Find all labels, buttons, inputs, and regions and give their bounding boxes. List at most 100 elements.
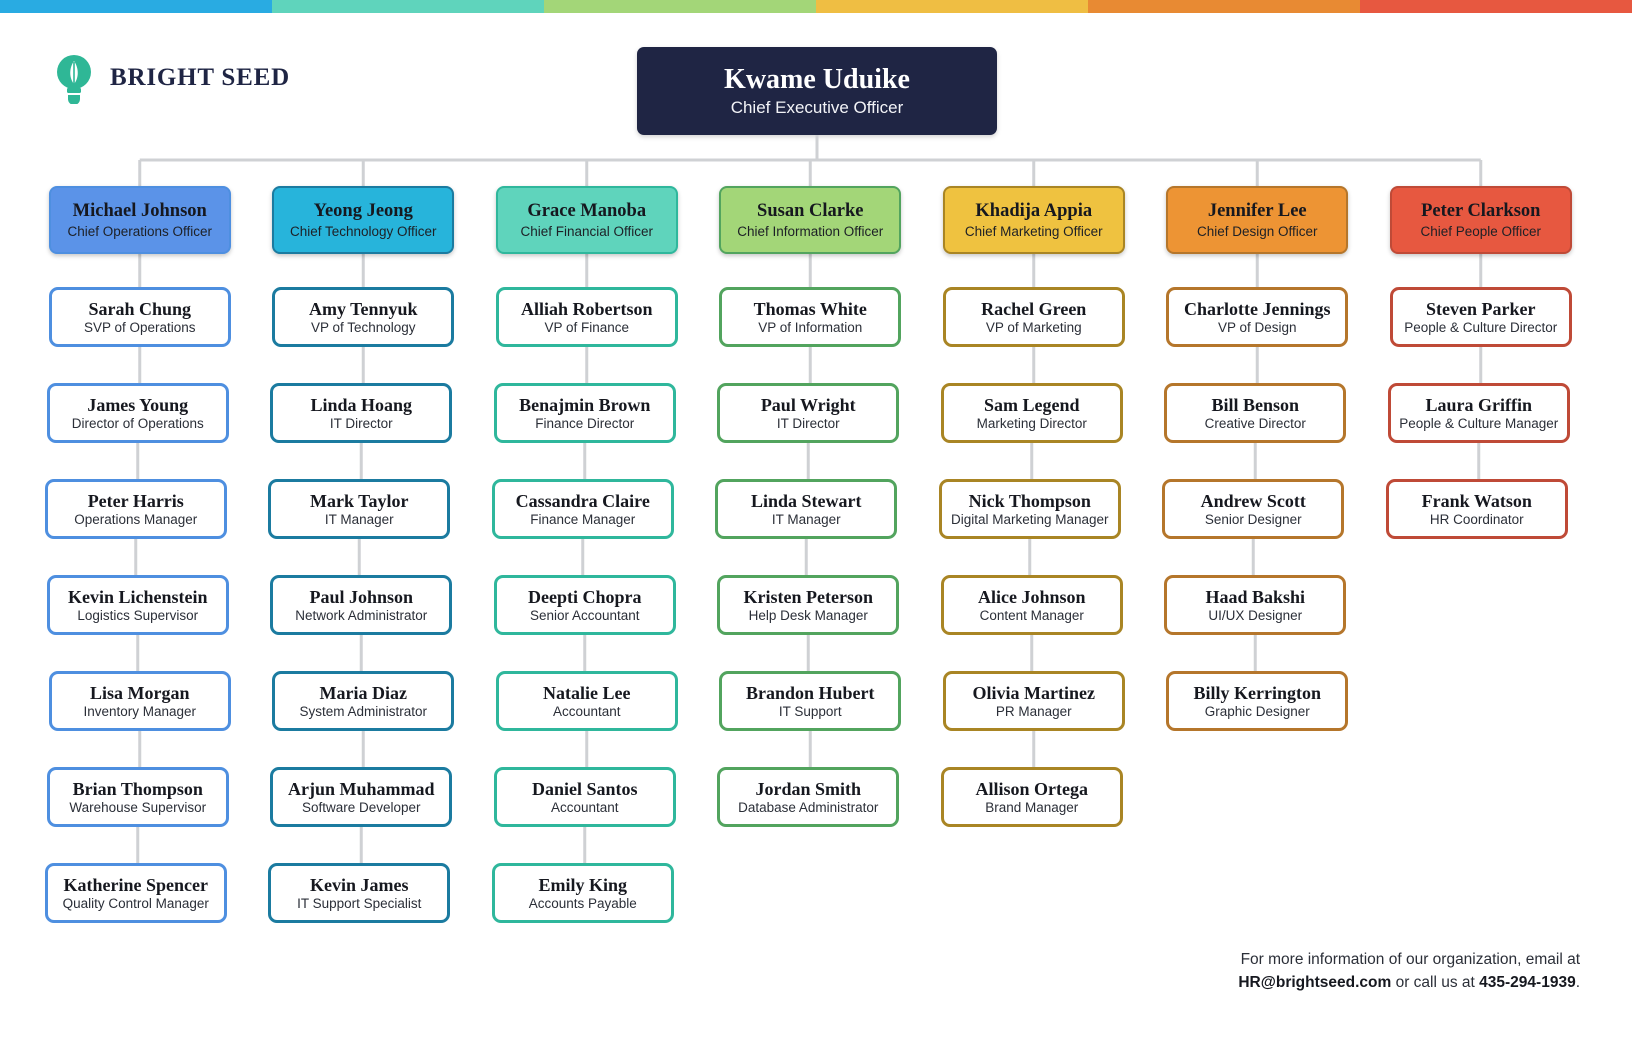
top-bar-segment-4 — [815, 0, 1088, 13]
staff-title: VP of Information — [758, 320, 863, 336]
ceo-title: Chief Executive Officer — [730, 98, 904, 118]
staff-title: VP of Finance — [544, 320, 630, 336]
staff-title: Brand Manager — [985, 800, 1079, 816]
footer-phone[interactable]: 435-294-1939 — [1479, 973, 1576, 991]
staff-title: Accounts Payable — [528, 896, 637, 912]
staff-name: Nick Thompson — [968, 490, 1091, 511]
staff-title: PR Manager — [995, 704, 1072, 720]
staff-title: Senior Designer — [1204, 512, 1302, 528]
staff-name: Lisa Morgan — [89, 682, 190, 703]
footer-line-1: For more information of our organization… — [1240, 951, 1580, 969]
staff-title: IT Support — [778, 704, 842, 720]
staff-name: Sarah Chung — [88, 298, 192, 319]
executive-name: Michael Johnson — [72, 200, 207, 221]
footer-email[interactable]: HR@brightseed.com — [1238, 973, 1392, 991]
staff-title: Finance Manager — [530, 512, 636, 528]
staff-title: Accountant — [550, 800, 619, 816]
staff-name: Charlotte Jennings — [1183, 298, 1331, 319]
executive-title: Chief People Officer — [1420, 224, 1542, 240]
staff-name: Andrew Scott — [1200, 490, 1306, 511]
staff-title: Inventory Manager — [83, 704, 197, 720]
staff-title: Database Administrator — [738, 800, 879, 816]
staff-title: Logistics Supervisor — [77, 608, 199, 624]
lightbulb-leaf-icon — [52, 52, 96, 104]
executive-name: Peter Clarkson — [1421, 200, 1541, 221]
top-bar-segment-1 — [0, 0, 272, 13]
staff-name: Emily King — [538, 874, 627, 895]
footer-line-2: HR@brightseed.com or call us at 435-294-… — [1238, 972, 1580, 994]
staff-name: Kevin James — [310, 874, 409, 895]
top-bar-segment-6 — [1359, 0, 1632, 13]
staff-title: Digital Marketing Manager — [950, 512, 1109, 528]
staff-name: Olivia Martinez — [972, 682, 1095, 703]
staff-title: Help Desk Manager — [748, 608, 868, 624]
staff-title: Creative Director — [1204, 416, 1306, 432]
staff-name: Allison Ortega — [975, 778, 1089, 799]
staff-name: Mark Taylor — [309, 490, 409, 511]
staff-name: Paul Johnson — [309, 586, 414, 607]
staff-title: Finance Director — [535, 416, 635, 432]
staff-title: VP of Design — [1217, 320, 1297, 336]
node-ceo[interactable]: Kwame Uduike Chief Executive Officer — [637, 47, 997, 135]
staff-name: Frank Watson — [1421, 490, 1532, 511]
staff-title: IT Manager — [324, 512, 394, 528]
staff-title: People & Culture Director — [1404, 320, 1558, 336]
staff-name: Brandon Hubert — [745, 682, 875, 703]
staff-name: Thomas White — [753, 298, 867, 319]
footer-period: . — [1575, 973, 1580, 991]
executive-name: Grace Manoba — [527, 200, 647, 221]
executive-name: Jennifer Lee — [1207, 200, 1307, 221]
footer-contact: For more information of our organization… — [1238, 949, 1580, 994]
staff-title: Senior Accountant — [529, 608, 640, 624]
